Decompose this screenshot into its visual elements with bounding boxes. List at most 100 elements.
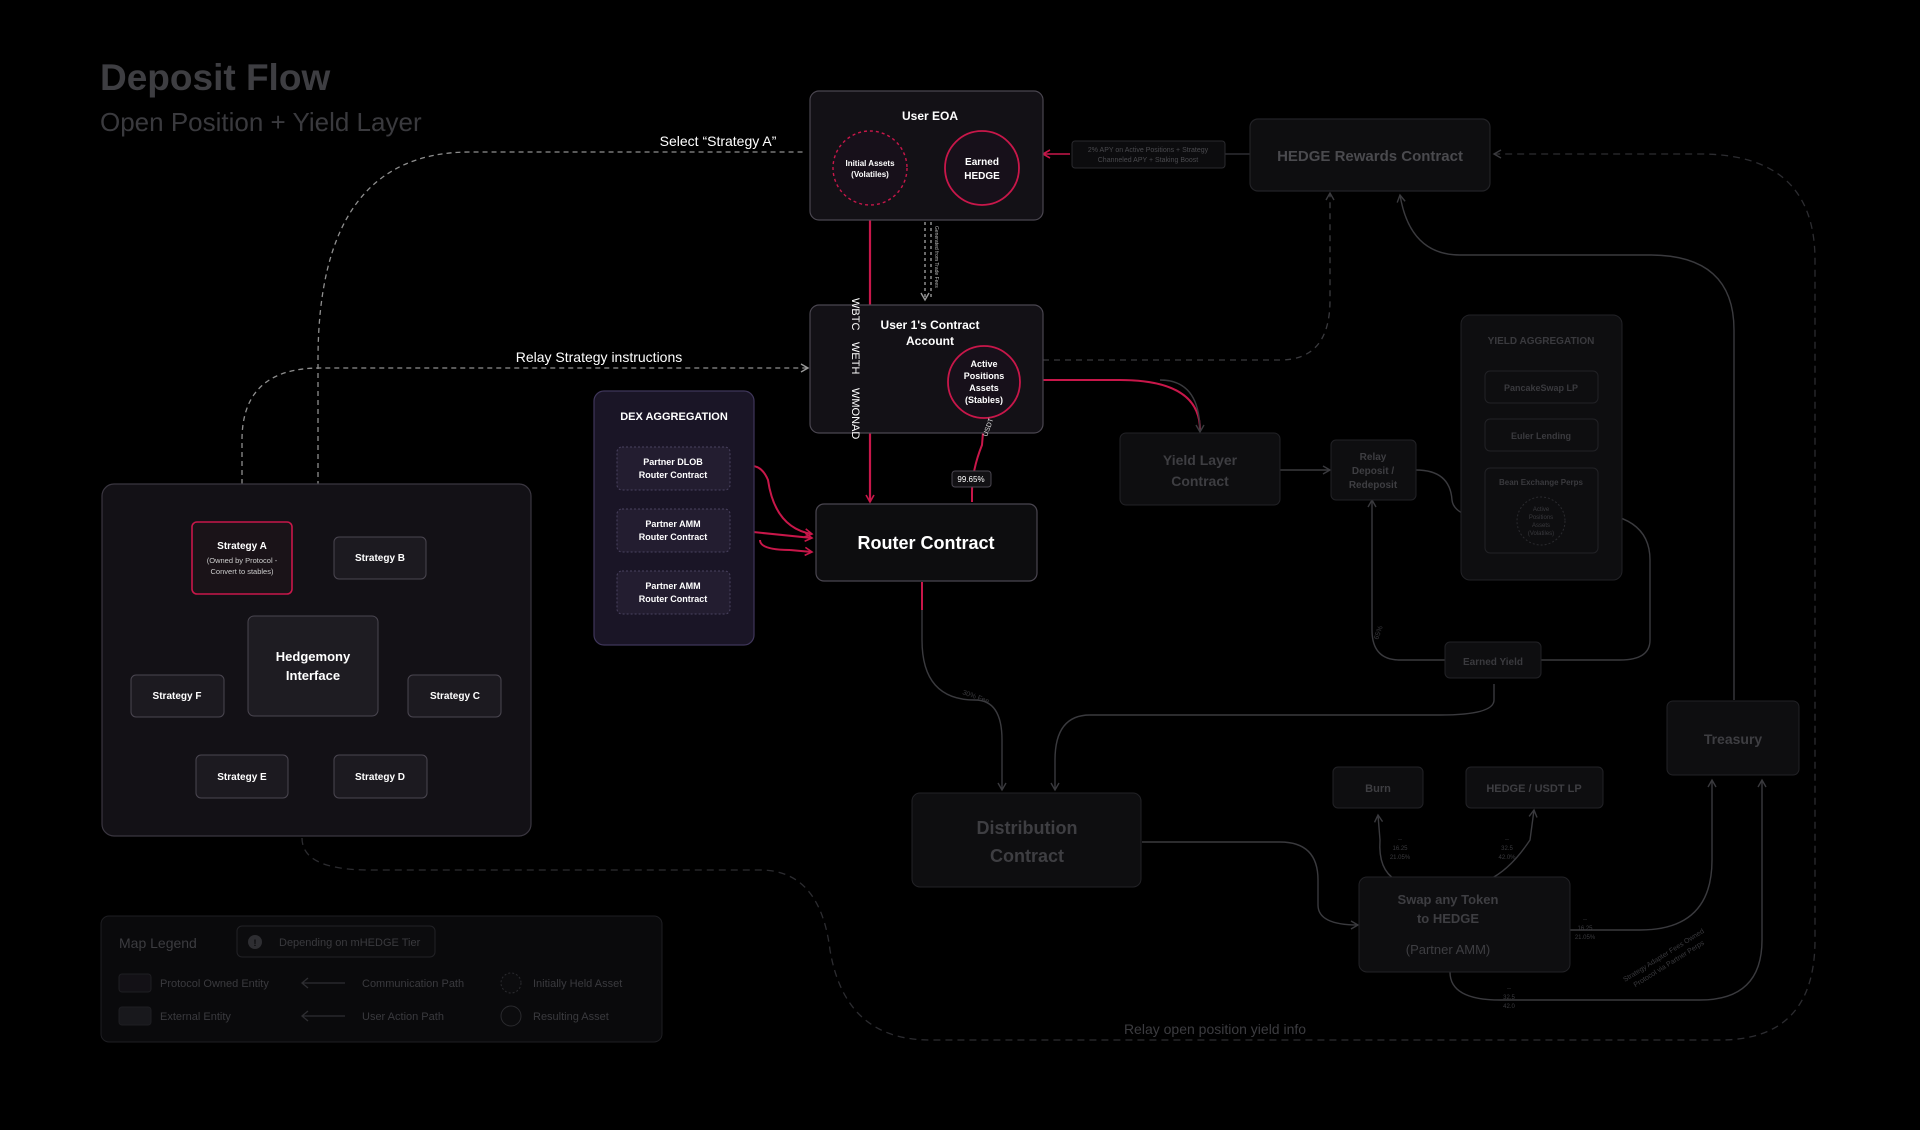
dex-item-amm2-l1: Partner AMM: [645, 581, 700, 591]
select-strategy-path: [317, 151, 805, 612]
strategy-e-label: Strategy E: [217, 772, 267, 783]
yield-aggregation-panel: YIELD AGGREGATION PancakeSwap LP Euler L…: [1460, 314, 1623, 581]
hedgemony-line1: Hedgemony: [276, 649, 351, 664]
map-legend: Map Legend ! Depending on mHEDGE Tier Pr…: [100, 915, 663, 1043]
token-wmonad: WMONAD: [849, 388, 861, 439]
earned-hedge-circle: [944, 130, 1020, 206]
yield-layer-box: Yield Layer Contract: [1119, 432, 1281, 506]
relay-yield-label: Relay open position yield info: [1124, 1021, 1306, 1037]
relay-instructions-label: Relay Strategy instructions: [516, 349, 683, 365]
contract-account-title-2: Account: [906, 334, 954, 348]
split-treasury-1: 16.25: [1577, 926, 1593, 932]
user-eoa-box: User EOA Initial Assets (Volatiles) Earn…: [809, 90, 1044, 221]
user-action-arrow-icon: [300, 1010, 345, 1022]
swap-l1: Swap any Token: [1398, 892, 1499, 907]
split-treasury-badge: -- 16.25 21.05%: [1575, 917, 1596, 941]
dex-item-dlob-l1: Partner DLOB: [643, 457, 703, 467]
split-treasury-2: 21.05%: [1575, 935, 1596, 941]
active-assets-l4: (Stables): [965, 395, 1003, 405]
legend-protocol: Protocol Owned Entity: [160, 978, 269, 990]
initial-asset-icon: [500, 972, 522, 994]
strategy-a-sub1: (Owned by Protocol -: [207, 556, 278, 565]
initial-assets-sub: (Volatiles): [851, 170, 889, 179]
strategy-f-card[interactable]: Strategy F: [130, 674, 225, 718]
legend-user-action: User Action Path: [362, 1011, 444, 1023]
hedgemony-hub-panel: Strategy A (Owned by Protocol - Convert …: [101, 483, 532, 837]
split-bottom-badge: -- 32.5 42.0: [1503, 986, 1515, 1010]
legend-communication: Communication Path: [362, 978, 464, 990]
burn-label: Burn: [1365, 783, 1391, 795]
active-assets-l1: Active: [970, 359, 997, 369]
distribution-l2: Contract: [990, 846, 1064, 866]
hedge-rewards-title: HEDGE Rewards Contract: [1277, 148, 1463, 165]
apy-note-line2: Channeled APY + Staking Boost: [1098, 157, 1199, 164]
initial-assets-label: Initial Assets: [845, 159, 895, 168]
strategy-d-card[interactable]: Strategy D: [333, 754, 428, 799]
legend-external: External Entity: [160, 1011, 231, 1023]
dex-item-dlob-l2: Router Contract: [639, 470, 708, 480]
relay-l3: Redeposit: [1349, 480, 1398, 491]
pct-badge: 99.65%: [951, 470, 992, 488]
hedgemony-line2: Interface: [286, 668, 340, 683]
euler-label: Euler Lending: [1511, 431, 1571, 441]
yield-pct-label: 65%: [1373, 625, 1384, 641]
distribution-box: Distribution Contract: [911, 792, 1142, 888]
initial-assets-circle: [832, 130, 908, 206]
hedgemony-interface-card[interactable]: Hedgemony Interface: [247, 615, 379, 717]
info-icon: [248, 935, 262, 949]
apy-note: 2% APY on Active Positions + Strategy Ch…: [1071, 140, 1226, 169]
strategy-b-label: Strategy B: [355, 553, 405, 564]
split-burn-1: 16.25: [1392, 846, 1408, 852]
relay-l1: Relay: [1360, 452, 1387, 463]
resulting-asset-icon: [500, 1005, 522, 1027]
strategy-a-sub2: Convert to stables): [211, 567, 274, 576]
strategy-b-card[interactable]: Strategy B: [333, 536, 427, 580]
dex-item-amm-2: Partner AMM Router Contract: [616, 570, 731, 615]
perps-asset-l3: Assets: [1532, 523, 1550, 529]
legend-initial: Initially Held Asset: [533, 978, 622, 990]
dex-item-amm1-l1: Partner AMM: [645, 519, 700, 529]
select-strategy-label: Select “Strategy A”: [660, 133, 777, 149]
contract-account-box: User 1's Contract Account Active Positio…: [809, 304, 1044, 434]
split-treasury-0: --: [1583, 917, 1587, 923]
pct-badge-text: 99.65%: [957, 475, 984, 484]
treasury-label: Treasury: [1704, 731, 1763, 747]
split-burn-0: --: [1398, 837, 1402, 843]
user-eoa-title: User EOA: [902, 109, 958, 123]
trade-fees-note: Generated from Trade Fees: [933, 226, 939, 288]
perps-asset-l1: Active: [1533, 507, 1550, 513]
relay-deposit-box: Relay Deposit / Redeposit: [1330, 439, 1417, 501]
apy-note-line1: 2% APY on Active Positions + Strategy: [1088, 147, 1209, 154]
strategy-c-card[interactable]: Strategy C: [407, 674, 502, 718]
burn-box: Burn: [1332, 766, 1424, 809]
tier-note: Depending on mHEDGE Tier: [279, 937, 421, 949]
split-lp-2: 42.0%: [1498, 855, 1516, 861]
treasury-note-l1: Strategy Adapter Fees Owned: [1622, 928, 1705, 984]
strategy-e-card[interactable]: Strategy E: [195, 754, 289, 799]
contract-account-title: User 1's Contract: [881, 318, 980, 332]
split-lp-badge: -- 32.5 42.0%: [1498, 837, 1516, 861]
page-subtitle: Open Position + Yield Layer: [100, 107, 422, 137]
distribution-l1: Distribution: [977, 818, 1078, 838]
earned-hedge-label: Earned: [965, 157, 999, 168]
perps-label: Bean Exchange Perps: [1499, 478, 1584, 487]
yield-layer-l2: Contract: [1171, 473, 1229, 489]
strategy-a-card[interactable]: Strategy A (Owned by Protocol - Convert …: [191, 521, 293, 595]
hedge-usdt-lp-box: HEDGE / USDT LP: [1465, 766, 1604, 809]
split-burn-badge: -- 16.25 21.05%: [1390, 837, 1411, 861]
strategy-d-label: Strategy D: [355, 772, 405, 783]
protocol-swatch: [118, 973, 152, 993]
router-contract-box: Router Contract: [815, 503, 1038, 582]
treasury-box: Treasury: [1666, 700, 1800, 776]
dex-item-amm-1: Partner AMM Router Contract: [616, 508, 731, 553]
strategy-a-title: Strategy A: [217, 541, 267, 552]
router-title: Router Contract: [857, 533, 994, 553]
active-assets-l3: Assets: [969, 383, 999, 393]
earned-yield-box: Earned Yield: [1444, 641, 1542, 679]
relay-l2: Deposit /: [1352, 466, 1394, 477]
yield-aggregation-title: YIELD AGGREGATION: [1488, 336, 1595, 347]
dex-item-dlob: Partner DLOB Router Contract: [616, 446, 731, 491]
split-bottom-2: 42.0: [1503, 1004, 1515, 1010]
lp-label: HEDGE / USDT LP: [1486, 783, 1581, 795]
